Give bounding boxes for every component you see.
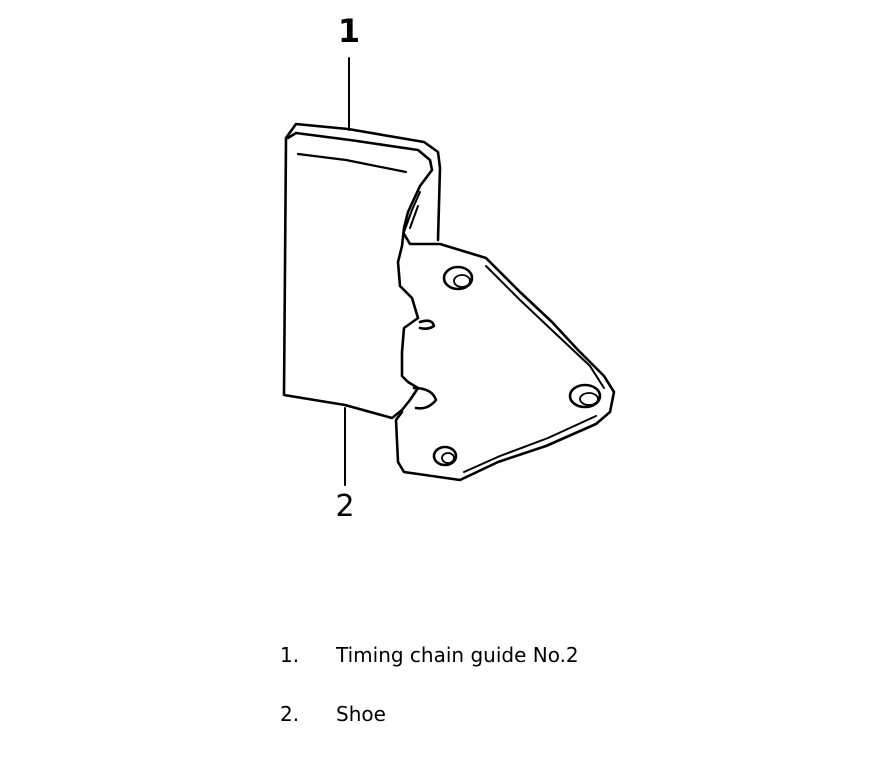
parts-legend: 1. Timing chain guide No.2 2. Shoe [280,640,579,758]
legend-label: Shoe [336,702,386,726]
guide-plate-outline [394,232,616,482]
shoe-outline [282,122,442,420]
bolt-hole-bottom [432,445,458,467]
legend-label: Timing chain guide No.2 [336,643,579,667]
bolt-hole-bottom-inner [441,452,455,464]
callout-1: 1 [338,12,360,50]
bolt-hole-top [442,265,474,291]
bolt-hole-right-inner [579,392,599,406]
guide-plate-bottom-edge [463,415,597,473]
legend-item: 2. Shoe [280,699,579,729]
bolt-hole-right [568,383,602,409]
guide-plate-inner-edge [485,265,605,389]
notch-lower [412,386,438,410]
callout-2: 2 [335,489,354,524]
notch-upper [418,319,436,330]
legend-number: 2. [280,702,300,726]
legend-number: 1. [280,643,300,667]
legend-item: 1. Timing chain guide No.2 [280,640,579,670]
shoe-top-groove [296,152,408,174]
bolt-hole-top-inner [453,274,471,288]
shoe-side-edge [403,191,421,233]
part-illustration: 1 2 [282,12,616,524]
